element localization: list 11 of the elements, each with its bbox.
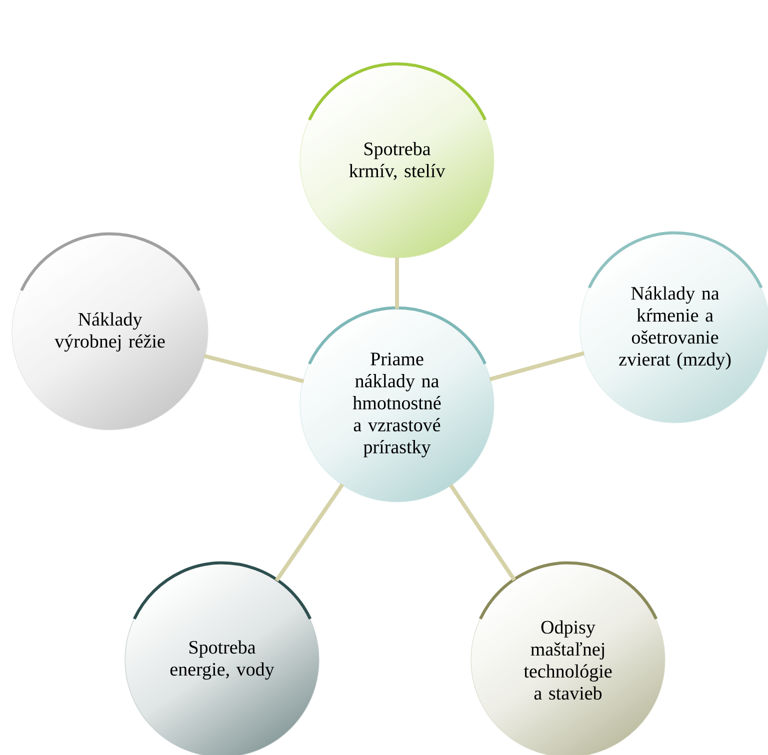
connector-line	[274, 483, 344, 582]
connector-line	[204, 354, 304, 384]
circle-node: Odpisy maštaľnej technológie a stavieb	[470, 561, 666, 755]
circle-node: Spotreba energie, vody	[124, 561, 320, 755]
circle-node: Náklady na kŕmenie a ošetrovanie zvierat (mzdy)	[580, 231, 768, 424]
circle-node: Náklady výrobnej réžie	[12, 232, 208, 430]
circle-node: Spotreba krmív, stelív	[300, 62, 494, 258]
connector-line	[448, 484, 516, 582]
connector-line	[395, 257, 399, 309]
connector-line	[489, 351, 585, 382]
circle-node: Priame náklady na hmotnostné a vzrastové prírastky	[300, 306, 494, 502]
